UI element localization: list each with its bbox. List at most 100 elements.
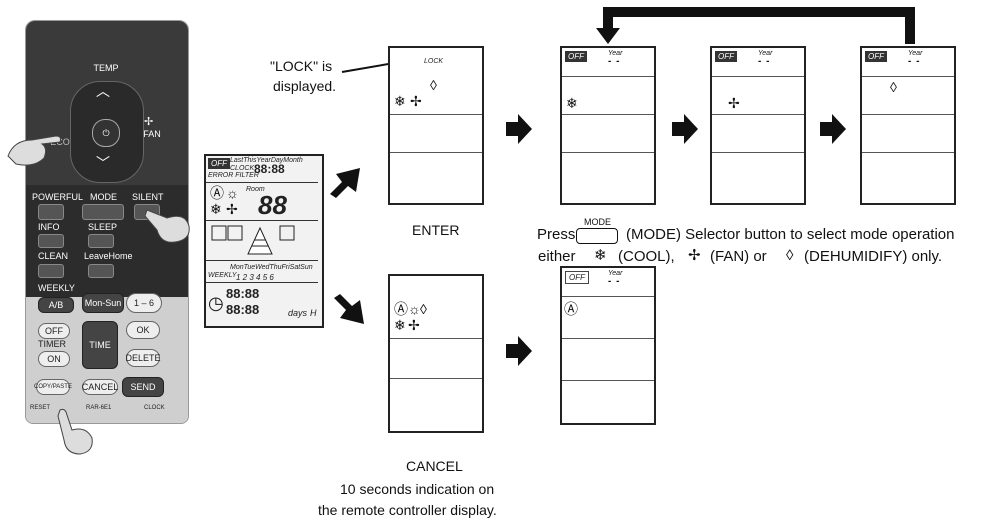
power-icon: ⏻ xyxy=(102,127,110,138)
mode-button-sketch xyxy=(576,228,618,244)
powerful-label: POWERFUL xyxy=(32,192,84,202)
cancel-button[interactable]: CANCEL xyxy=(82,379,118,395)
cancel-note-line1: 10 seconds indication on xyxy=(340,481,495,497)
fan-icon: ✢ xyxy=(408,317,420,333)
cancel-note-line2: the remote controller display. xyxy=(318,502,497,518)
sun-icon: ☼ xyxy=(408,301,421,317)
year-label: Year xyxy=(908,50,923,57)
copy-paste-button[interactable]: COPY/PASTE xyxy=(34,379,72,395)
pointing-hand-icon xyxy=(7,135,61,166)
info-button[interactable] xyxy=(38,234,64,248)
send-button[interactable]: SEND xyxy=(122,377,164,397)
powerful-button[interactable] xyxy=(38,204,64,220)
weekly-label: WEEKLY xyxy=(38,283,75,293)
timer-off-button[interactable]: OFF xyxy=(38,323,70,339)
cancel-screen: Ⓐ ☼ ◊ ❄ ✢ xyxy=(388,274,484,433)
timer-label: TIMER xyxy=(38,339,66,349)
ab-button[interactable]: A/B xyxy=(38,297,74,313)
timer-on-button[interactable]: ON xyxy=(38,351,70,367)
lcd-divider xyxy=(206,282,318,283)
dash-indicator: - - xyxy=(758,56,771,67)
arrow-right xyxy=(506,114,532,144)
press-text: Press xyxy=(537,226,576,243)
clean-button[interactable] xyxy=(38,264,64,278)
fan-icon: ✢ xyxy=(410,93,422,109)
lcd-mode-graphics xyxy=(211,225,295,255)
screen-divider xyxy=(390,338,482,339)
lcd-week: MonTueWedThuFriSatSun xyxy=(230,264,313,271)
remote-controller: TEMP ︿ ﹀ ⏻ ECO FAN ✢ POWERFUL MODE SILEN… xyxy=(25,20,189,424)
lcd-clock: CLOCK xyxy=(230,165,255,172)
lcd-weekly: WEEKLY xyxy=(208,272,237,279)
delete-button[interactable]: DELETE xyxy=(126,349,161,367)
info-label: INFO xyxy=(38,222,60,232)
lcd-days: days xyxy=(288,308,308,318)
reset-label: RESET xyxy=(30,405,51,411)
lcd-room: Room xyxy=(246,186,265,193)
drop-icon: ◊ xyxy=(420,301,427,317)
lcd-full-display: OFF LastThisYearDayMonth CLOCK ERROR FIL… xyxy=(204,154,324,328)
year-label: Year xyxy=(608,270,623,277)
screen-divider xyxy=(862,114,954,115)
one-six-button[interactable]: 1 – 6 xyxy=(126,293,162,313)
drop-icon: ◊ xyxy=(786,247,794,264)
enter-screen: LOCK ◊ ❄ ✢ xyxy=(388,46,484,205)
mode-instruction-text: (MODE) Selector button to select mode op… xyxy=(626,226,955,243)
arrow-up-right xyxy=(330,168,360,198)
lcd-divider xyxy=(206,220,318,221)
leavehome-label: LeaveHome xyxy=(84,251,133,261)
lock-callout-line1: "LOCK" is xyxy=(270,58,333,74)
arrow-right xyxy=(820,114,846,144)
off-tag: OFF xyxy=(865,51,887,62)
screen-divider xyxy=(712,114,804,115)
leavehome-button[interactable] xyxy=(88,264,114,278)
dash-indicator: - - xyxy=(908,56,921,67)
arrow-right xyxy=(672,114,698,144)
dash-indicator: - - xyxy=(608,56,621,67)
time-button[interactable]: TIME xyxy=(82,321,118,369)
off-tag: OFF xyxy=(565,271,589,284)
screen-divider xyxy=(562,114,654,115)
power-button[interactable]: ⏻ xyxy=(92,119,120,147)
ok-button[interactable]: OK xyxy=(126,321,160,339)
year-label: Year xyxy=(758,50,773,57)
fan-text: (FAN) or xyxy=(710,248,767,265)
loop-back-arrow xyxy=(596,7,915,44)
year-label: Year xyxy=(608,50,623,57)
auto-icon: Ⓐ xyxy=(564,301,578,317)
model-label: RAR-6E1 xyxy=(86,405,112,411)
lcd-numbers: 1 2 3 4 5 6 xyxy=(236,273,274,282)
pointing-hand-icon xyxy=(57,408,93,455)
screen-divider xyxy=(390,114,482,115)
mode-label: MODE xyxy=(90,192,117,202)
temp-up-icon[interactable]: ︿ xyxy=(96,83,110,99)
screen-divider xyxy=(712,76,804,77)
sleep-label: SLEEP xyxy=(88,222,118,232)
screen-divider xyxy=(390,152,482,153)
drop-icon: ◊ xyxy=(890,79,897,95)
mode-button[interactable] xyxy=(82,204,124,220)
dehumidify-mode-screen: OFF Year - - ◊ xyxy=(860,46,956,205)
silent-label: SILENT xyxy=(132,192,164,202)
drop-icon: ◊ xyxy=(430,77,437,93)
dehumidify-text: (DEHUMIDIFY) only. xyxy=(804,248,943,265)
fan-mode-screen: OFF Year - - ✢ xyxy=(710,46,806,205)
lcd-error-filter: ERROR FILTER xyxy=(208,172,259,179)
lcd-timer-digits-2: 88:88 xyxy=(226,302,260,317)
temp-down-icon[interactable]: ﹀ xyxy=(96,155,110,171)
lcd-divider xyxy=(206,182,318,183)
lcd-h: H xyxy=(310,308,317,318)
pointing-hand-icon xyxy=(145,209,190,243)
lcd-clock-digits: 88:88 xyxy=(254,162,285,176)
mon-sun-button[interactable]: Mon-Sun xyxy=(82,293,124,313)
arrow-right xyxy=(506,336,532,366)
screen-divider xyxy=(862,76,954,77)
enter-label: ENTER xyxy=(412,222,460,238)
sleep-button[interactable] xyxy=(88,234,114,248)
lcd-temp-digits: 88 xyxy=(258,190,287,220)
either-text: either xyxy=(538,248,576,265)
fan-label: FAN xyxy=(143,129,161,139)
screen-divider xyxy=(562,338,654,339)
clean-label: CLEAN xyxy=(38,251,69,261)
cool-text: (COOL), xyxy=(618,248,675,265)
